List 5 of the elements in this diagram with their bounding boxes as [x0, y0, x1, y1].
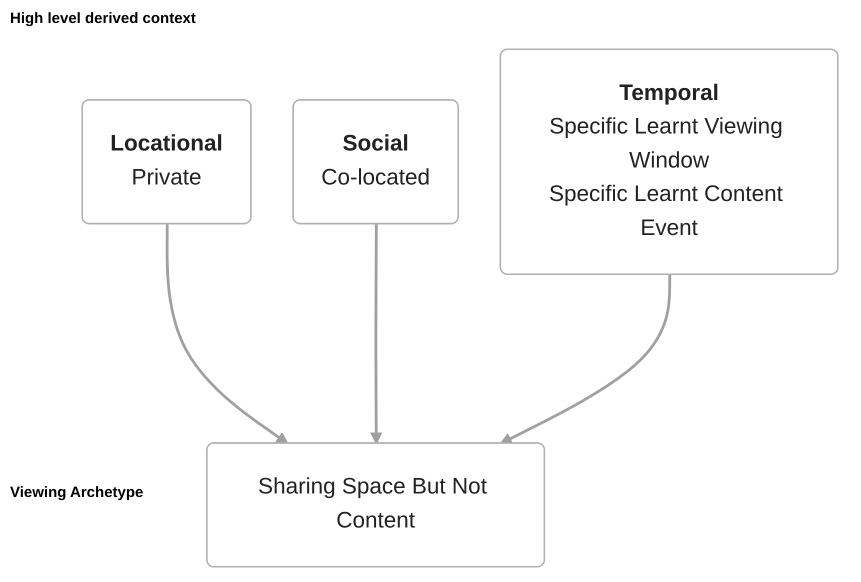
arrow — [166, 224, 288, 444]
arrow — [370, 224, 382, 444]
section-heading: Viewing Archetype — [10, 484, 144, 501]
arrow — [500, 274, 672, 444]
diagram-title: High level derived context — [10, 10, 196, 27]
